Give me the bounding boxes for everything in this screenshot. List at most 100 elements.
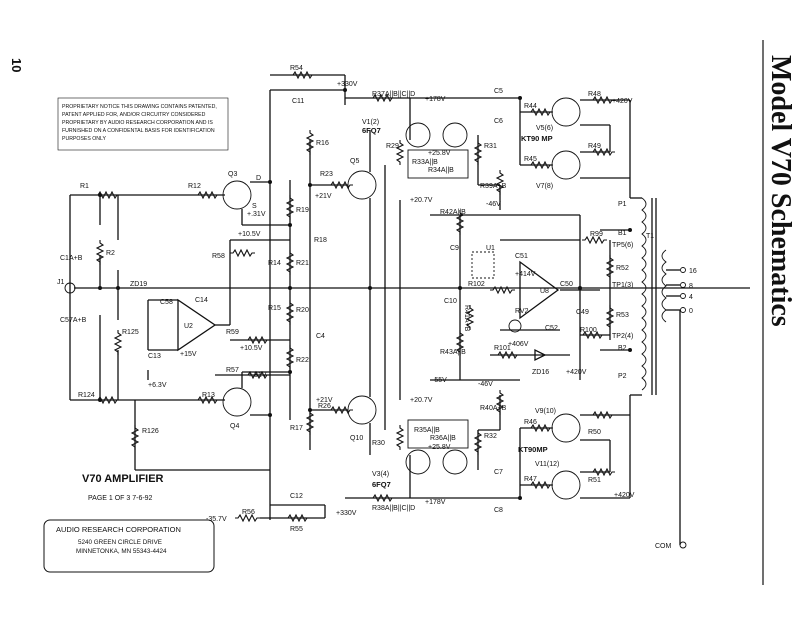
label-kt90a: KT90 MP [521,134,553,143]
label-v105b: +10.5V [240,345,263,352]
label-v21b: +21V [316,397,333,404]
label-c52: C52 [545,325,558,332]
label-r53: R53 [616,312,629,319]
label-r36: R36A||B [430,435,456,442]
label-r57: R57 [226,367,239,374]
label-p1: P1 [618,201,627,208]
schematic-wiring [64,74,750,549]
label-v207b: +20.7V [410,397,433,404]
block-page: PAGE 1 OF 3 7-6-92 [88,495,153,502]
label-c13: C13 [148,353,161,360]
label-c7: C7 [494,469,503,476]
label-v178a: +178V [425,96,446,103]
label-r34: R34A||B [428,167,454,174]
label-r37: R37A||B||C||D [372,91,415,98]
label-v7: V7(8) [536,183,553,190]
label-r101: R101 [494,345,511,352]
label-r51: R51 [588,477,601,484]
label-r15: R15 [268,305,281,312]
label-zd16: ZD16 [532,369,549,376]
label-u2: U2 [184,323,193,330]
label-v178b: +178V [425,499,446,506]
label-q4: Q4 [230,423,239,430]
proprietary-notice: PROPRIETARY NOTICE THIS DRAWING CONTAINS… [57,97,229,151]
label-v1: V1(2) [362,119,379,126]
label-r12: R12 [188,183,201,190]
label-b2: B2 [618,345,627,352]
label-v420a: +420V [612,98,633,105]
label-c4: C4 [316,333,325,340]
label-r54: R54 [290,65,303,72]
label-r35: R35A||B [414,427,440,434]
label-r99: R99 [590,231,603,238]
svg-text:PROPRIETARY BY AUDIO RESEARCH: PROPRIETARY BY AUDIO RESEARCH CORPORATIO… [62,120,213,126]
label-r1: R1 [80,183,89,190]
label-r55: R55 [290,526,303,533]
label-c58: C58 [160,299,173,306]
label-c9: C9 [450,245,459,252]
label-r30: R30 [372,440,385,447]
label-v258b: +25.8V [428,444,451,451]
junction-dots [98,88,632,500]
label-r20: R20 [296,307,309,314]
label-r42: R42A||B [440,209,466,216]
label-v31b: +.31V [248,372,267,379]
label-v330a: +330V [337,81,358,88]
side-title: Model V70 Schematics [765,55,796,327]
label-r59: R59 [226,329,239,336]
svg-text:5240 GREEN CIRCLE DRIVE: 5240 GREEN CIRCLE DRIVE [78,539,162,546]
label-tap8: 8 [689,283,693,290]
label-c12: C12 [290,493,303,500]
label-r18: R18 [314,237,327,244]
label-tap16: 16 [689,268,697,275]
label-c8: C8 [494,507,503,514]
label-kt90b: KT90MP [518,445,548,454]
label-r46: R46 [524,419,537,426]
label-c57: C57A+B [60,317,87,324]
page-number: 10 [9,58,24,72]
label-v406: +406V [508,341,529,348]
label-v330b: +330V [336,510,357,517]
label-c6: C6 [494,118,503,125]
label-v31a: +.31V [247,211,266,218]
label-r44: R44 [524,103,537,110]
label-v15: +15V [180,351,197,358]
label-rv2: RV2 [515,308,529,315]
label-r50: R50 [588,429,601,436]
label-v5: V5(6) [536,125,553,132]
label-c51: C51 [515,253,528,260]
label-v357: -35.7V [206,516,227,523]
svg-text:MINNETONKA, MN 55343-4424: MINNETONKA, MN 55343-4424 [76,548,167,555]
label-tap0: 0 [689,308,693,315]
label-b1: B1 [618,230,627,237]
label-v258a: +25.8V [428,150,451,157]
svg-text:FURNISHED ON A CONFIDENTAL BAS: FURNISHED ON A CONFIDENTAL BASIS FOR IDE… [62,128,215,134]
label-r100: R100 [580,327,597,334]
svg-text:AUDIO RESEARCH CORPORATION: AUDIO RESEARCH CORPORATION [56,525,181,534]
label-v9: V9(10) [535,408,556,415]
label-r26: R26 [318,403,331,410]
label-v46a: -46V [486,201,501,208]
label-q10: Q10 [350,435,363,442]
label-c11: C11 [292,98,304,105]
label-r17: R17 [290,425,303,432]
label-q3-s: S [252,203,257,210]
label-tap4: 4 [689,294,693,301]
label-q3: Q3 [228,171,237,178]
label-v420b: +420V [614,492,635,499]
label-c14: C14 [195,297,208,304]
label-r19: R19 [296,207,309,214]
label-tp56: TP5(6) [612,242,633,249]
label-r29: R29 [386,143,399,150]
label-r125: R125 [122,329,139,336]
label-c10: C10 [444,298,457,305]
label-r23: R23 [320,171,333,178]
label-c1: C1A+B [60,255,83,262]
svg-text:PROPRIETARY NOTICE THIS DRAW: PROPRIETARY NOTICE THIS DRAWING CONTAINS… [62,104,217,110]
label-t1: T1 [646,233,654,240]
label-r13: R13 [202,392,215,399]
component-labels: J1 R1 R2 C1A+B R12 Q3 D S +.31V R19 R18 … [57,65,697,550]
label-tube2: 6FQ7 [372,480,391,489]
label-r21: R21 [296,260,309,267]
label-v55: -55V [432,377,447,384]
